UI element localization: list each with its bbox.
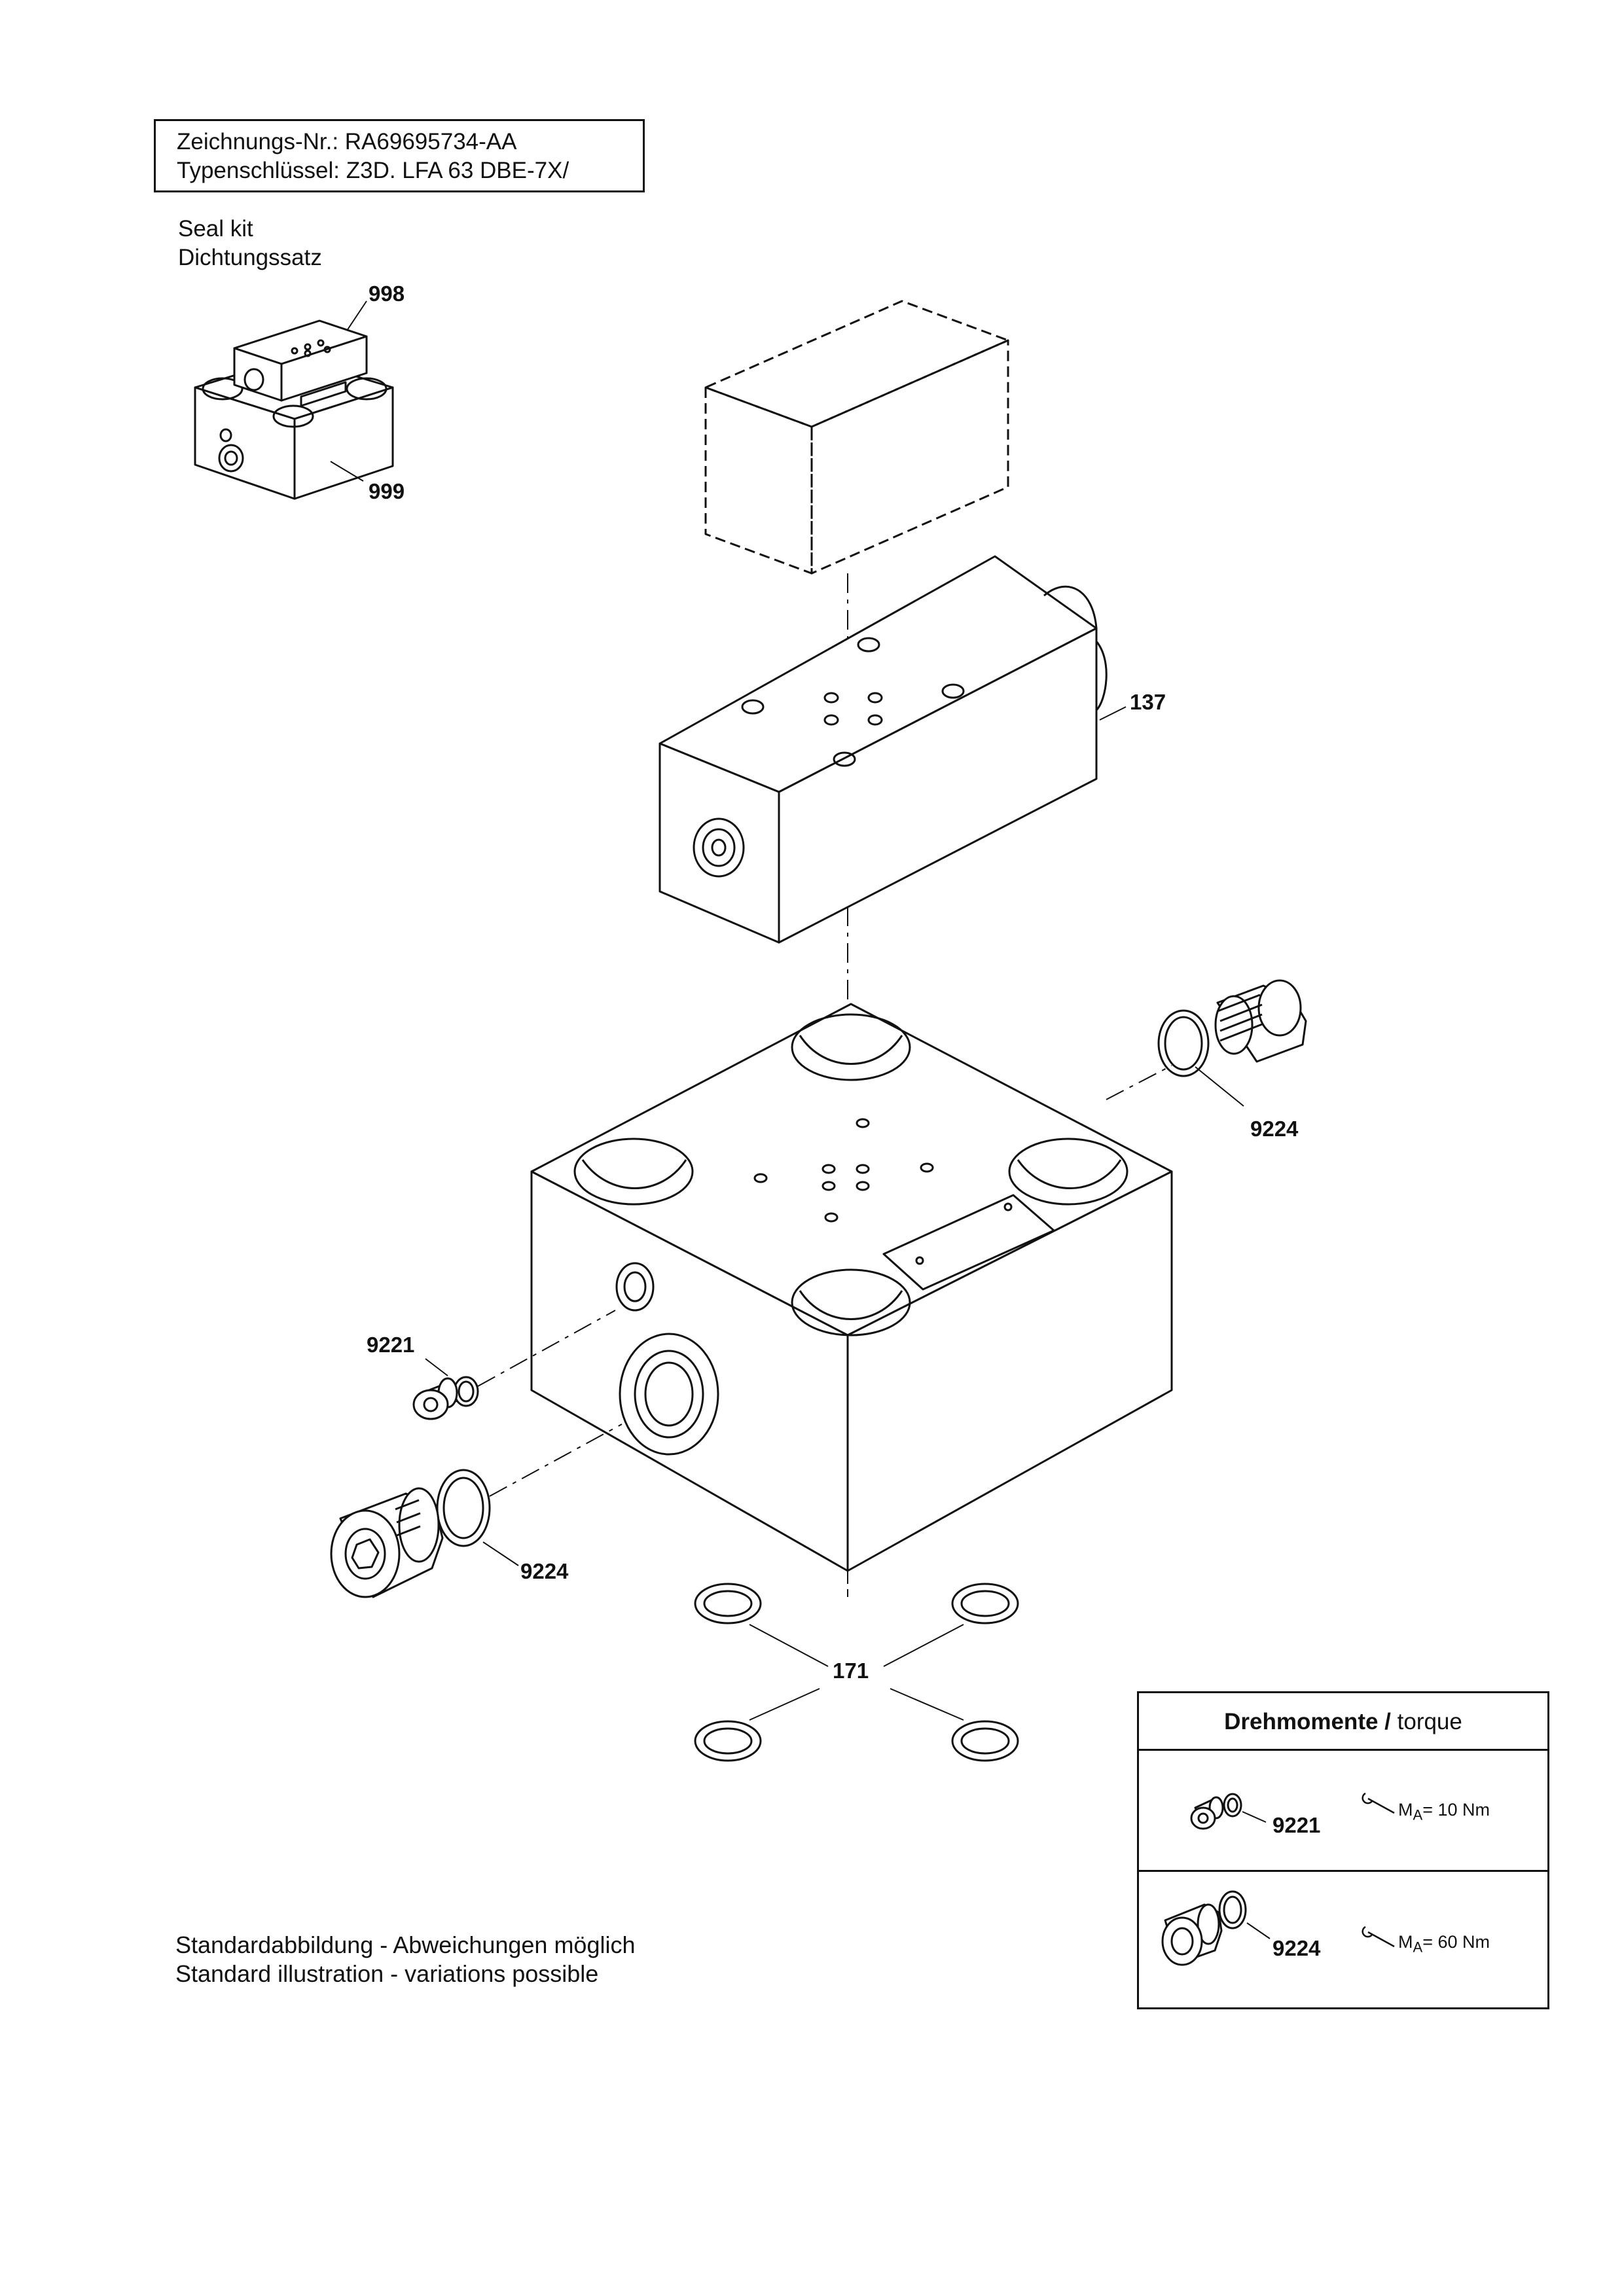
drawing-number: Zeichnungs-Nr.: RA69695734-AA (177, 129, 517, 154)
wrench-icon (1362, 1792, 1395, 1814)
ghost-valve-outline (704, 300, 1009, 575)
torque-table-title: Drehmomente / torque (1139, 1693, 1547, 1751)
torque-title-bold: Drehmomente / (1224, 1709, 1391, 1734)
callout-9221: 9221 (367, 1333, 415, 1357)
callout-137: 137 (1130, 690, 1166, 714)
plug-9224-left (330, 1469, 491, 1598)
callout-999: 999 (369, 479, 405, 503)
callout-9224-left: 9224 (520, 1559, 569, 1583)
main-block (530, 1003, 1173, 1572)
ma-value: = 60 Nm (1422, 1932, 1490, 1952)
callout-171: 171 (833, 1659, 869, 1683)
footer-note-en: Standard illustration - variations possi… (175, 1960, 599, 1987)
torque-value-9224: MA= 60 Nm (1398, 1932, 1490, 1956)
callout-998: 998 (369, 281, 405, 306)
torque-table: Drehmomente / torque (1137, 1691, 1549, 2009)
seal-kit-label: Seal kit Dichtungssatz (178, 215, 322, 272)
ma-subscript: A (1413, 1806, 1423, 1823)
seal-kit-label-en: Seal kit (178, 216, 253, 242)
seal-kit-thumbnail (194, 300, 394, 500)
torque-row-item-9221: 9221 (1272, 1813, 1321, 1837)
seals-171 (694, 1583, 1019, 1762)
torque-row-item-9224: 9224 (1272, 1936, 1321, 1960)
ma-symbol: M (1398, 1932, 1413, 1952)
ma-value: = 10 Nm (1422, 1800, 1490, 1820)
plug-9221 (412, 1376, 479, 1420)
torque-icon-9224 (1161, 1890, 1271, 1966)
title-block: Zeichnungs-Nr.: RA69695734-AA Typenschlü… (154, 119, 645, 192)
torque-row-divider (1139, 1870, 1547, 1872)
footer-note: Standardabbildung - Abweichungen möglich… (175, 1931, 636, 1988)
type-code: Typenschlüssel: Z3D. LFA 63 DBE-7X/ (177, 158, 569, 183)
torque-title-normal: torque (1397, 1709, 1462, 1734)
ma-subscript: A (1413, 1939, 1423, 1956)
torque-icon-9221 (1190, 1793, 1267, 1830)
plug-9224-right (1157, 979, 1307, 1077)
valve-137 (659, 555, 1108, 944)
callout-9224-right: 9224 (1250, 1117, 1299, 1141)
ma-symbol: M (1398, 1800, 1413, 1820)
torque-value-9221: MA= 10 Nm (1398, 1800, 1490, 1823)
seal-kit-label-de: Dichtungssatz (178, 245, 322, 270)
wrench-icon (1362, 1926, 1395, 1948)
footer-note-de: Standardabbildung - Abweichungen möglich (175, 1931, 636, 1958)
